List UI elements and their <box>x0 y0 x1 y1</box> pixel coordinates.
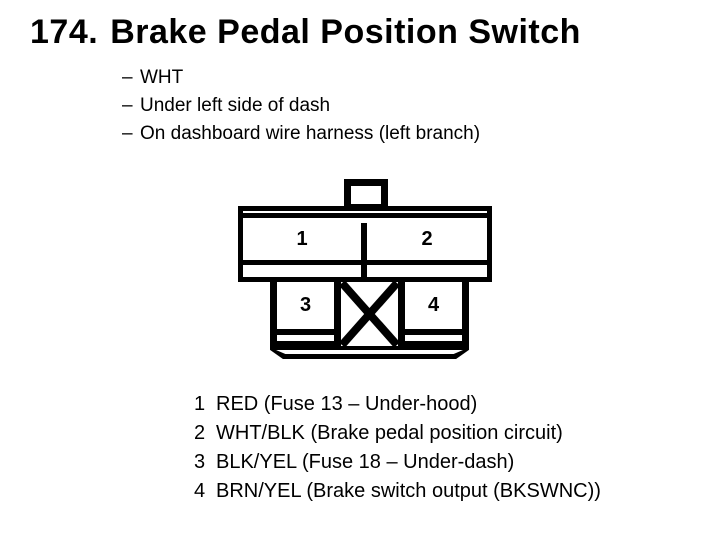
note-text: WHT <box>140 67 184 88</box>
housing-slot-line <box>277 335 334 341</box>
page-title: Brake Pedal Position Switch <box>110 13 581 51</box>
pin-legend: 1 RED (Fuse 13 – Under-hood) 2 WHT/BLK (… <box>194 390 601 506</box>
x-cross-icon <box>341 282 398 346</box>
connector-notes: – WHT – Under left side of dash – On das… <box>122 64 480 148</box>
housing-slot-line <box>405 335 462 341</box>
cavity-divider <box>361 223 367 277</box>
blocked-cavity <box>341 282 398 346</box>
note-text: Under left side of dash <box>140 95 331 116</box>
legend-row: 4 BRN/YEL (Brake switch output (BKSWNC)) <box>194 477 601 506</box>
pin-4-label: 4 <box>427 294 440 316</box>
pin-3-label: 3 <box>299 294 312 316</box>
connector-upper-housing: 1 2 <box>238 206 492 282</box>
legend-wire-text: BRN/YEL (Brake switch output (BKSWNC)) <box>216 480 601 502</box>
pin-2-label: 2 <box>421 227 433 250</box>
connector-lock-tab <box>344 179 388 211</box>
legend-wire-text: WHT/BLK (Brake pedal position circuit) <box>216 422 563 444</box>
connector-base <box>270 346 469 359</box>
pin-2-cavity: 2 <box>367 218 487 260</box>
upper-pin-row: 1 2 <box>243 218 487 260</box>
note-line: – On dashboard wire harness (left branch… <box>122 120 480 148</box>
legend-row: 1 RED (Fuse 13 – Under-hood) <box>194 390 601 419</box>
section-header: 174. Brake Pedal Position Switch <box>30 13 581 51</box>
legend-wire-text: BLK/YEL (Fuse 18 – Under-dash) <box>216 451 515 473</box>
note-dash: – <box>122 67 133 88</box>
pin-1-cavity: 1 <box>243 218 361 260</box>
pin-3-cavity: 3 <box>277 282 334 329</box>
note-dash: – <box>122 123 133 144</box>
pin-4-cavity: 4 <box>405 282 462 329</box>
legend-pin-number: 3 <box>194 451 206 473</box>
housing-slot-line <box>276 350 463 354</box>
legend-row: 2 WHT/BLK (Brake pedal position circuit) <box>194 419 601 448</box>
note-dash: – <box>122 95 133 116</box>
legend-wire-text: RED (Fuse 13 – Under-hood) <box>216 393 478 415</box>
connector-lower-housing: 3 4 <box>270 282 469 346</box>
note-line: – WHT <box>122 64 480 92</box>
legend-pin-number: 4 <box>194 480 206 502</box>
note-text: On dashboard wire harness (left branch) <box>140 123 481 144</box>
note-line: – Under left side of dash <box>122 92 480 120</box>
legend-row: 3 BLK/YEL (Fuse 18 – Under-dash) <box>194 448 601 477</box>
legend-pin-number: 1 <box>194 393 206 415</box>
section-number: 174. <box>30 13 99 51</box>
legend-pin-number: 2 <box>194 422 206 444</box>
housing-slot-line <box>243 211 487 218</box>
pin-1-label: 1 <box>296 227 308 250</box>
